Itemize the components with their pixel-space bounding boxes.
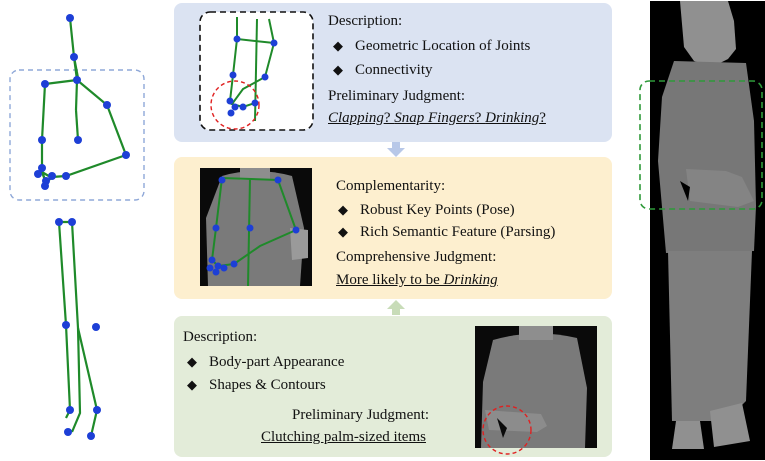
parsing-crop — [475, 326, 597, 455]
parsing-item-shapes: Shapes & Contours — [187, 375, 326, 395]
fusion-judgment-label: Comprehensive Judgment: — [336, 249, 497, 265]
parsing-figure — [639, 1, 765, 460]
pose-item-connectivity: Connectivity — [333, 60, 433, 80]
hand-region-box-right — [639, 80, 763, 210]
parsing-item-appearance: Body-part Appearance — [187, 352, 344, 372]
down-arrow — [387, 142, 405, 157]
pose-crop — [199, 11, 314, 131]
fusion-title: Complementarity: — [336, 178, 446, 194]
up-arrow — [387, 300, 405, 315]
fusion-crop — [200, 168, 312, 287]
hand-highlight-circle — [210, 80, 260, 130]
parsing-judgment-label: Preliminary Judgment: — [292, 407, 430, 423]
pose-judgment: Clapping? Snap Fingers? Drinking? — [328, 110, 546, 126]
parsing-desc-title: Description: — [183, 329, 258, 345]
fusion-item-parsing: Rich Semantic Feature (Parsing) — [338, 222, 555, 242]
pose-judgment-label: Preliminary Judgment: — [328, 88, 466, 104]
parsing-hand-highlight — [482, 405, 532, 455]
full-skeleton — [9, 14, 145, 440]
fusion-judgment: More likely to be Drinking — [336, 272, 498, 288]
parsing-judgment: Clutching palm-sized items — [261, 429, 426, 445]
fusion-item-pose: Robust Key Points (Pose) — [338, 200, 515, 220]
pose-item-joints: Geometric Location of Joints — [333, 36, 530, 56]
pose-desc-title: Description: — [328, 13, 403, 29]
